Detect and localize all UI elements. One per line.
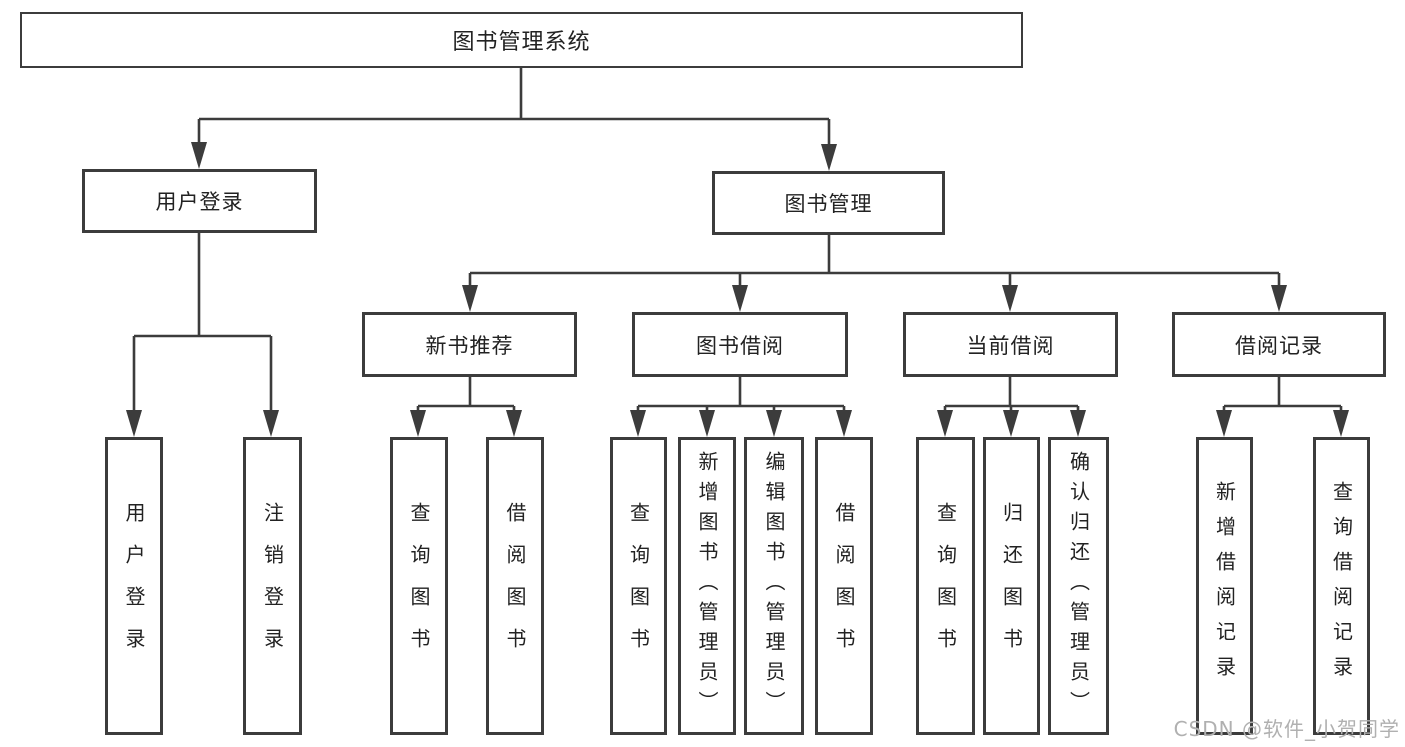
leaf-borrow-books: 借阅图书: [815, 437, 873, 735]
node-library-system: 图书管理系统: [20, 12, 1023, 68]
watermark: CSDN @软件_小贺同学: [1173, 717, 1400, 741]
node-new-book-recommendation: 新书推荐: [362, 312, 577, 377]
node-user-login: 用户登录: [82, 169, 317, 233]
leaf-edit-books-admin: 编辑图书（管理员）: [744, 437, 804, 735]
node-current-borrowing: 当前借阅: [903, 312, 1118, 377]
leaf-confirm-return-admin: 确认归还（管理员）: [1048, 437, 1109, 735]
leaf-user-login: 用户登录: [105, 437, 163, 735]
leaf-return-books: 归还图书: [983, 437, 1040, 735]
leaf-query-borrow-record: 查询借阅记录: [1313, 437, 1370, 735]
node-book-borrowing: 图书借阅: [632, 312, 848, 377]
node-book-management: 图书管理: [712, 171, 945, 235]
node-borrowing-records: 借阅记录: [1172, 312, 1386, 377]
leaf-add-books-admin: 新增图书（管理员）: [678, 437, 736, 735]
leaf-query-books-current: 查询图书: [916, 437, 975, 735]
leaf-logout-login: 注销登录: [243, 437, 302, 735]
leaf-add-borrow-record: 新增借阅记录: [1196, 437, 1253, 735]
leaf-query-books-borrow: 查询图书: [610, 437, 667, 735]
leaf-borrow-books-recommend: 借阅图书: [486, 437, 544, 735]
leaf-query-books-recommend: 查询图书: [390, 437, 448, 735]
